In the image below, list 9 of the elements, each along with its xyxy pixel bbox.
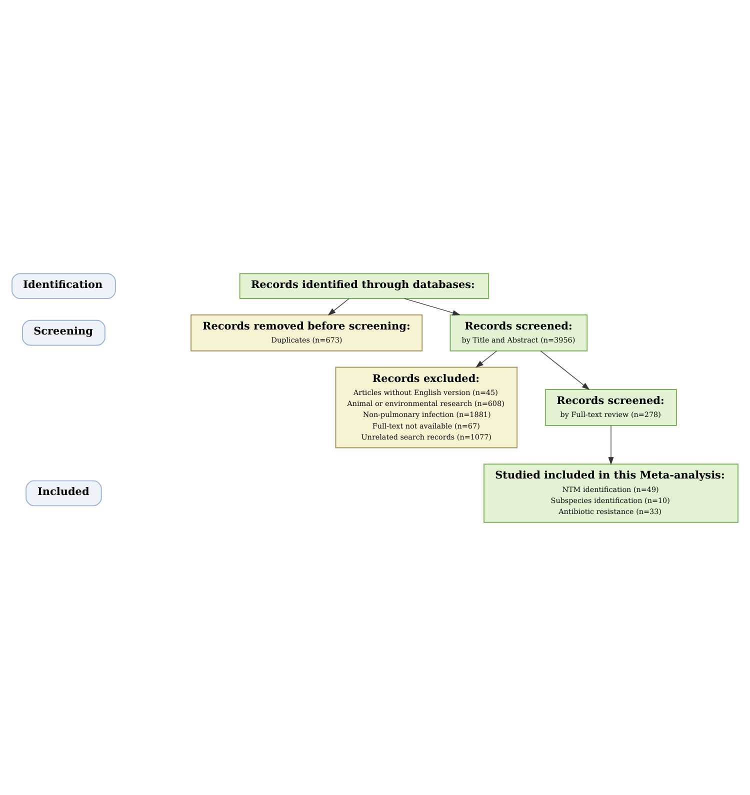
node-box: Included <box>26 480 102 506</box>
arrow <box>328 298 350 315</box>
arrow <box>540 350 590 390</box>
arrow <box>404 298 460 315</box>
arrow <box>476 350 498 368</box>
arrow <box>608 424 614 464</box>
node-box: Screening <box>22 319 106 346</box>
node-box: Identification <box>12 272 116 298</box>
node-box: Records identified through databases: <box>239 272 490 298</box>
